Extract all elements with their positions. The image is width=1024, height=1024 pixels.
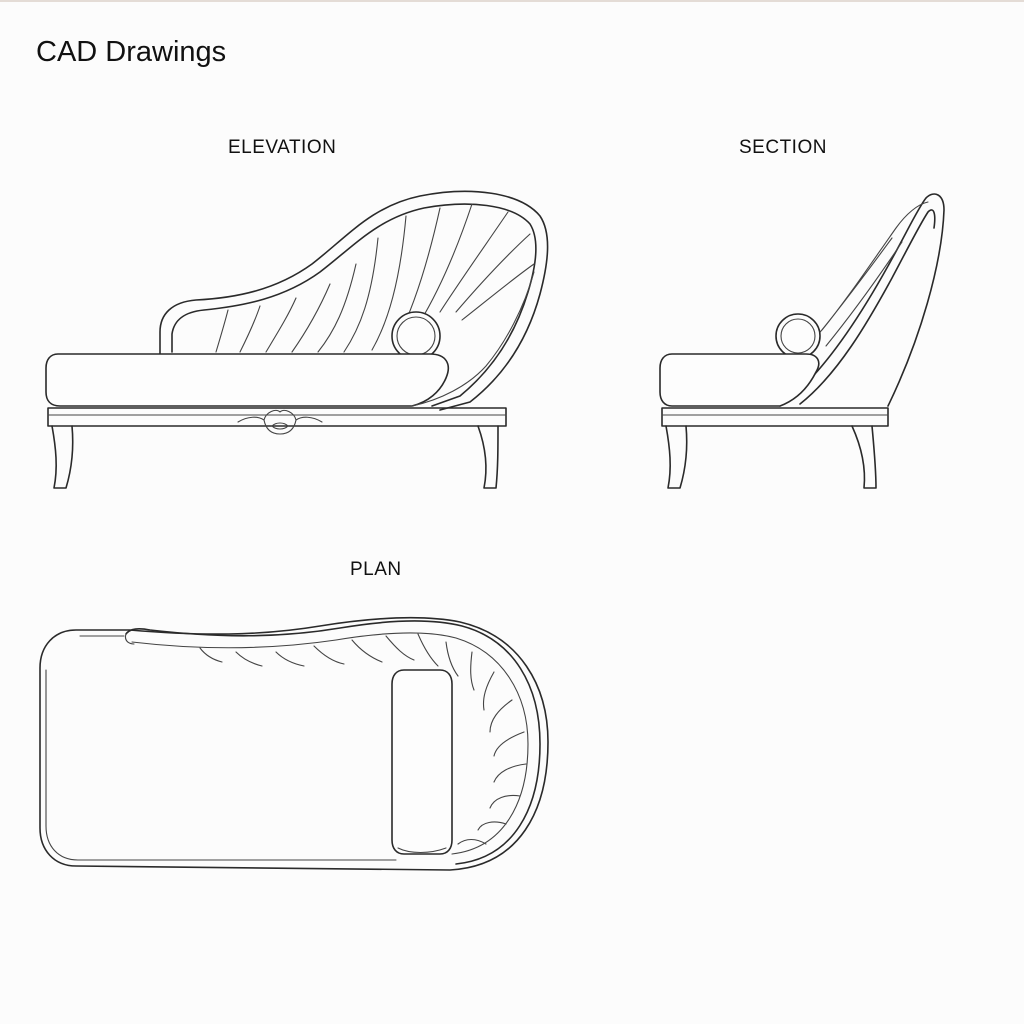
section-leg-left — [665, 425, 688, 489]
plan-back-rail-end — [124, 633, 135, 645]
elevation-backrest-outer — [159, 190, 549, 411]
elevation-frame-rail — [47, 407, 507, 427]
elevation-label: ELEVATION — [228, 137, 337, 158]
elevation-bolster — [391, 311, 441, 361]
section-bolster-inner — [780, 318, 816, 354]
elevation-backrest-inner — [171, 203, 537, 407]
elevation-ornament — [237, 409, 323, 435]
section-back-inner — [799, 209, 936, 405]
section-bolster — [775, 313, 821, 359]
section-frame-rail — [661, 407, 889, 427]
elevation-arm-front — [411, 271, 535, 407]
section-back-lines — [811, 201, 929, 347]
section-leg-right — [851, 425, 877, 489]
plan-seat-outline — [39, 616, 549, 871]
plan-seat-inner — [45, 635, 397, 861]
elevation-leg-left — [51, 425, 74, 489]
plan-back-rail-inner — [131, 632, 529, 855]
section-label: SECTION — [739, 137, 827, 158]
elevation-seat-cushion — [45, 353, 450, 407]
plan-bolster — [391, 669, 453, 855]
plan-label: PLAN — [350, 559, 402, 580]
page-title: CAD Drawings — [36, 36, 227, 68]
elevation-view — [45, 190, 549, 489]
plan-view — [39, 616, 549, 871]
elevation-leg-right — [477, 425, 499, 489]
plan-tuft-lines — [199, 633, 527, 845]
section-back-outer — [779, 193, 945, 407]
plan-back-rail — [125, 620, 541, 865]
elevation-tuft-lines — [215, 203, 535, 353]
plan-bolster-end — [397, 847, 447, 854]
section-seat-cushion — [659, 353, 820, 407]
section-view — [659, 193, 945, 489]
